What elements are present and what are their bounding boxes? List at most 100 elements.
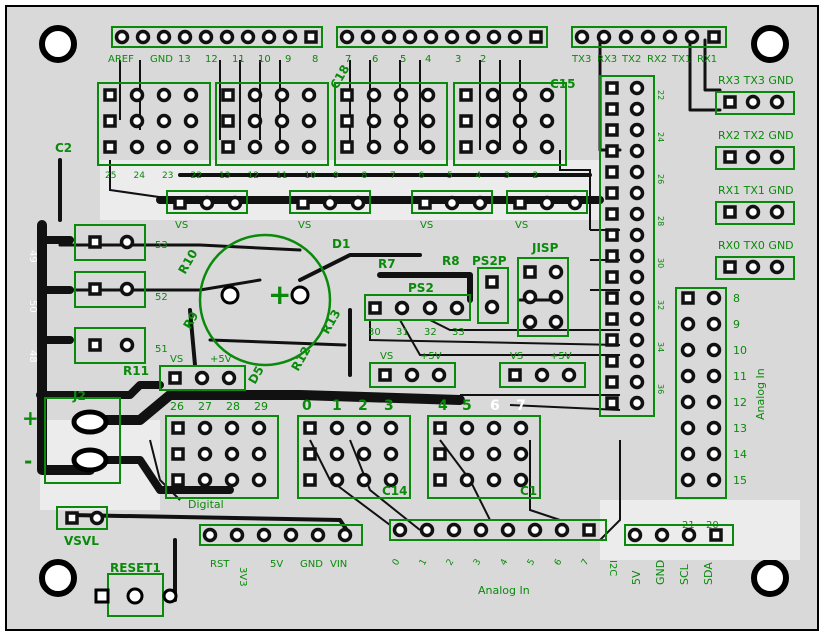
- component-ref: RESET1: [110, 561, 161, 575]
- pad: [198, 29, 214, 45]
- dc-jack-j2: [44, 397, 121, 484]
- pad: [706, 472, 722, 488]
- pad: [194, 370, 210, 386]
- grid-number: 24: [134, 171, 146, 181]
- pad: [629, 374, 645, 390]
- pad: [89, 510, 105, 526]
- mid-row-number: 32: [424, 327, 437, 338]
- pad: [446, 522, 462, 538]
- vs-header-2: [411, 190, 493, 214]
- side-number: 49: [27, 250, 38, 263]
- pad: [707, 30, 721, 44]
- pad: [745, 204, 761, 220]
- pad: [88, 282, 102, 296]
- pad: [745, 94, 761, 110]
- pad: [723, 205, 737, 219]
- digital-number: 27: [198, 400, 212, 413]
- analog-right-block: [675, 287, 727, 499]
- analog-right-number: 8: [733, 292, 740, 305]
- pad: [512, 139, 528, 155]
- pad: [605, 270, 619, 284]
- pad: [156, 139, 172, 155]
- pin-number: 32: [656, 300, 665, 310]
- component-ref: PS2: [408, 281, 434, 295]
- pad: [423, 29, 439, 45]
- pad: [548, 289, 564, 305]
- pad: [605, 102, 619, 116]
- pad: [680, 394, 696, 410]
- pad: [383, 472, 399, 488]
- pad: [433, 447, 447, 461]
- pad: [393, 139, 409, 155]
- analog-bottom-number: 3: [472, 558, 484, 568]
- pin-number: 34: [656, 342, 665, 352]
- pads: [65, 29, 785, 543]
- pad: [680, 420, 696, 436]
- side-number: 53: [155, 240, 168, 251]
- uart-header: [715, 91, 795, 115]
- pin-number: 36: [656, 384, 665, 394]
- ps2-header: [364, 294, 471, 321]
- pad: [251, 420, 267, 436]
- pad: [183, 87, 199, 103]
- mid-row-number: 33: [452, 327, 465, 338]
- polarity-plus: +: [22, 406, 39, 430]
- pad: [310, 527, 326, 543]
- power-header-2: [499, 362, 586, 388]
- pad: [119, 281, 135, 297]
- component-ref: C2: [55, 141, 72, 155]
- pad: [129, 113, 145, 129]
- pad: [605, 249, 619, 263]
- pad: [629, 143, 645, 159]
- pad: [418, 196, 432, 210]
- pad: [548, 264, 564, 280]
- i2c-pin-label: 5V: [630, 570, 643, 585]
- pad: [393, 87, 409, 103]
- grid-number: 9: [333, 171, 339, 181]
- uart-label: RX3 TX3 GND: [718, 74, 794, 87]
- header-top-mid-label: 2: [480, 54, 486, 65]
- pin-number: 22: [656, 90, 665, 100]
- header-double-column: [599, 75, 655, 417]
- pad: [486, 472, 502, 488]
- analog-bottom-number: 2: [445, 558, 457, 568]
- power-header-label: VIN: [330, 559, 347, 570]
- mid-row-number: 30: [368, 327, 381, 338]
- analog-bottom-number: 4: [499, 557, 511, 567]
- pot-box-1: [74, 271, 146, 308]
- pad: [197, 420, 213, 436]
- pad: [433, 473, 447, 487]
- pad: [168, 371, 182, 385]
- pad: [303, 447, 317, 461]
- pad: [392, 522, 408, 538]
- pad: [539, 139, 555, 155]
- side-number: 48: [27, 350, 38, 363]
- side-number: 51: [155, 344, 168, 355]
- pad: [472, 195, 488, 211]
- vs-label: VS: [510, 351, 523, 362]
- pad: [366, 139, 382, 155]
- pad: [459, 88, 473, 102]
- pad: [381, 29, 397, 45]
- pad: [129, 87, 145, 103]
- i2c-pin-label: GND: [654, 560, 667, 585]
- pad: [247, 113, 263, 129]
- pad: [629, 395, 645, 411]
- pad: [627, 527, 643, 543]
- pad: [529, 30, 543, 44]
- pad: [706, 368, 722, 384]
- header-top-mid-label: 3: [455, 54, 461, 65]
- header-top-right-label: TX2: [621, 54, 641, 65]
- vs-header-3: [506, 190, 588, 214]
- pad: [561, 367, 577, 383]
- header-top-mid-label: 7: [345, 54, 351, 65]
- analog-bottom-number: 7: [580, 558, 592, 568]
- grid-number: 10: [305, 171, 317, 181]
- pad: [485, 275, 499, 289]
- pad: [171, 447, 185, 461]
- pad: [65, 511, 79, 525]
- pad: [629, 227, 645, 243]
- pad: [261, 29, 277, 45]
- power-header-label: RST: [210, 559, 230, 570]
